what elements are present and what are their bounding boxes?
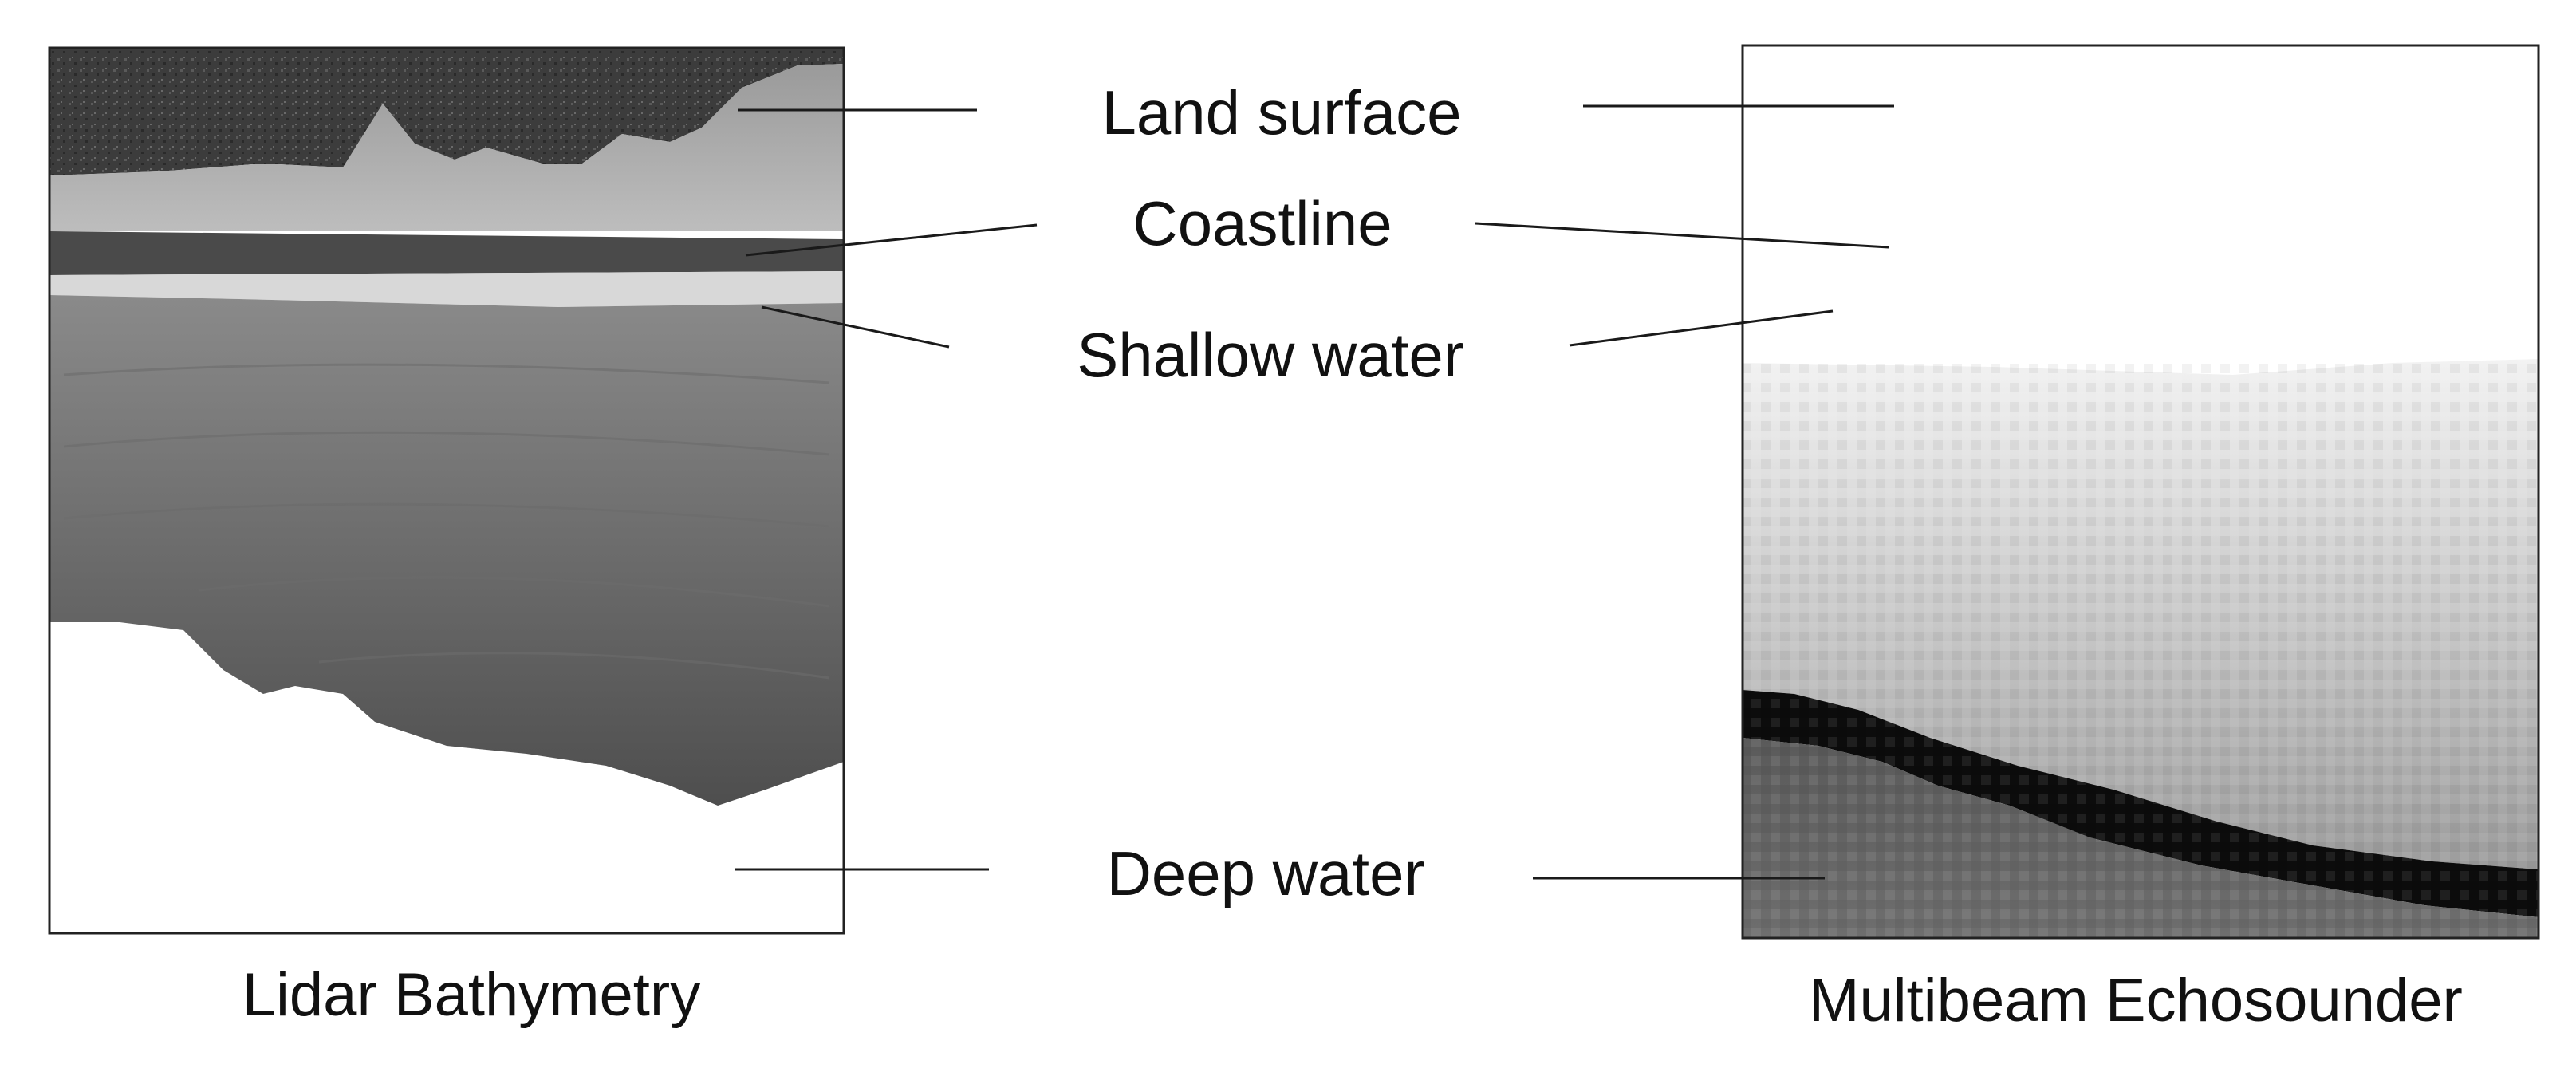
- lidar-water-body: [49, 295, 844, 806]
- multibeam-frame: [1741, 44, 2540, 940]
- lidar-land-surface: [49, 48, 844, 175]
- lidar-frame: [48, 46, 845, 935]
- coast-leader-right: [1475, 222, 1889, 249]
- lidar-shallow-bright: [49, 271, 844, 307]
- label-land-surface: Land surface: [1102, 77, 1462, 148]
- label-shallow-water: Shallow water: [1077, 320, 1464, 390]
- label-deep-water: Deep water: [1107, 838, 1425, 908]
- caption-lidar-bathymetry: Lidar Bathymetry: [242, 961, 700, 1029]
- leader-lines: [735, 104, 1894, 880]
- lidar-coastline-strip: [49, 231, 844, 275]
- label-coastline: Coastline: [1132, 188, 1392, 258]
- caption-multibeam-echosounder: Multibeam Echosounder: [1809, 967, 2463, 1035]
- lidar-panel: [48, 46, 845, 935]
- multibeam-pixel-texture: [1743, 359, 2539, 938]
- lidar-beach-band: [49, 64, 844, 231]
- shallow-leader-left: [761, 305, 950, 349]
- shallow-leader-right: [1569, 309, 1834, 347]
- multibeam-panel: [1741, 44, 2540, 940]
- lidar-texture: [63, 363, 830, 680]
- coast-leader-left: [745, 223, 1038, 257]
